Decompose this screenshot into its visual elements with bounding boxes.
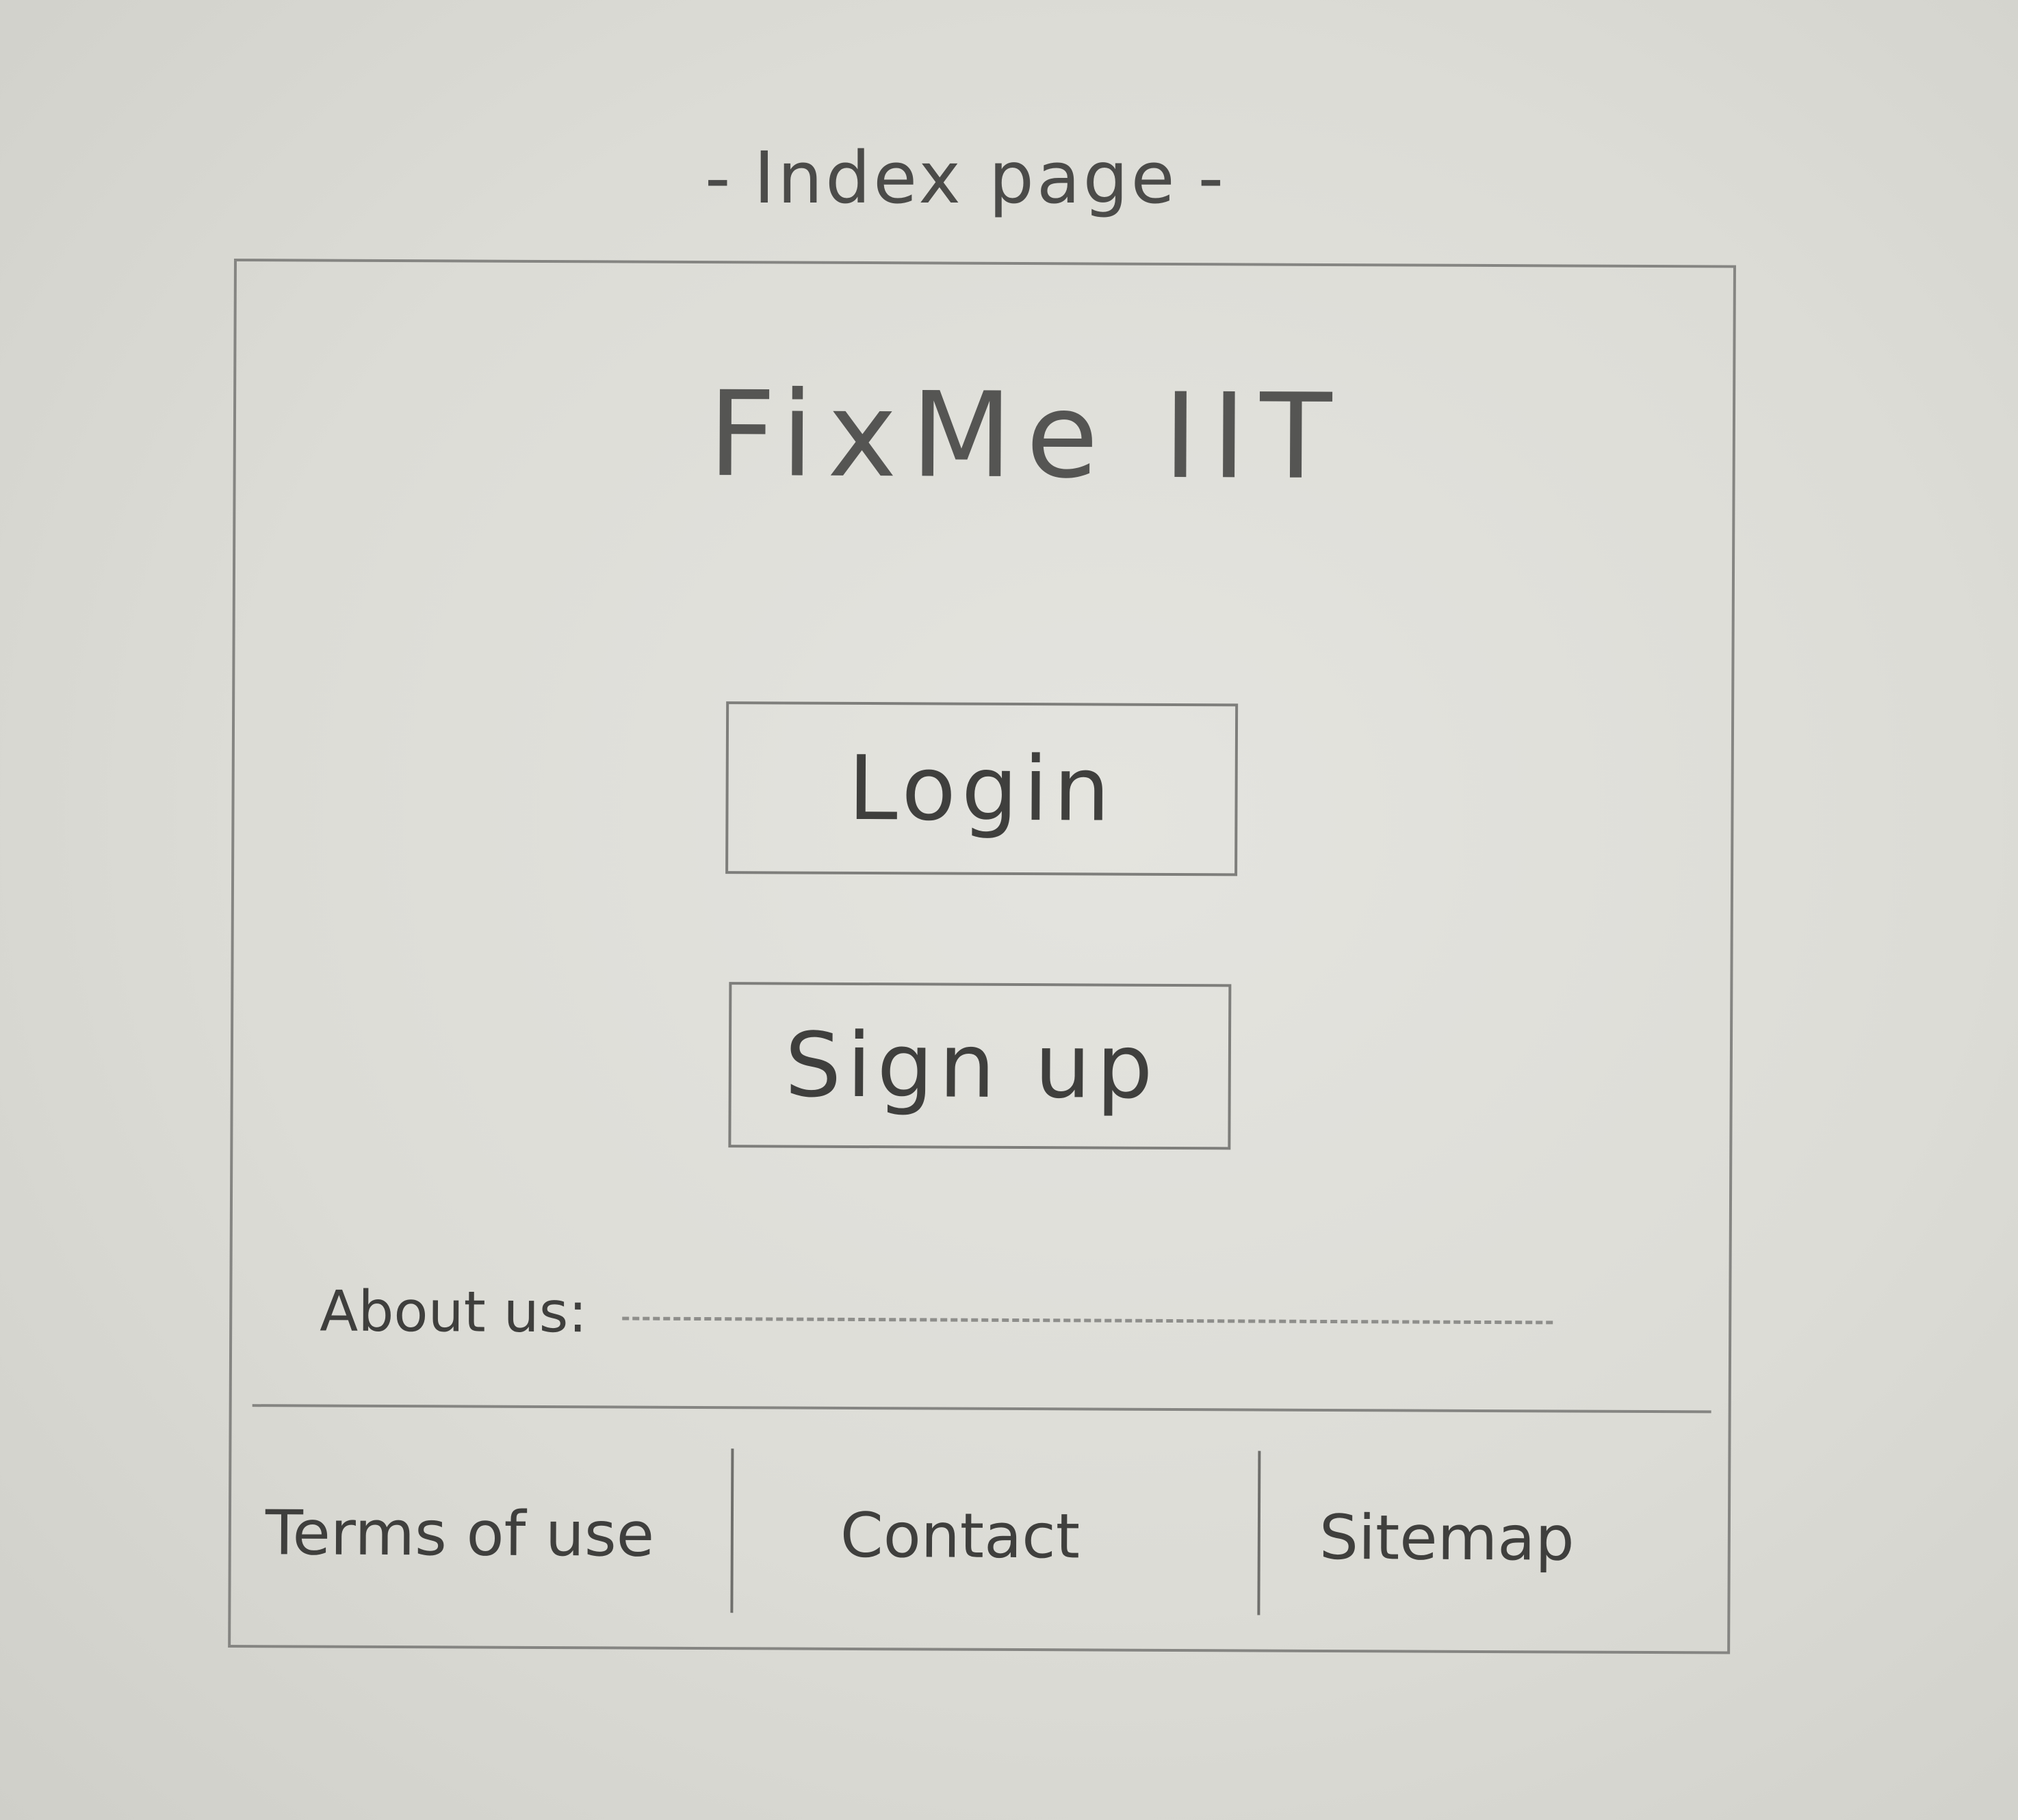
signup-button[interactable]: Sign up — [728, 982, 1232, 1150]
footer-divider — [730, 1448, 734, 1613]
sketch-caption: - Index page - — [684, 127, 1300, 229]
contact-link[interactable]: Contact — [840, 1499, 1081, 1573]
login-button[interactable]: Login — [725, 701, 1239, 876]
terms-of-use-link[interactable]: Terms of use — [265, 1497, 655, 1571]
page-frame: FixMe IIT Login Sign up About us: Terms … — [228, 259, 1736, 1654]
footer-divider — [1257, 1451, 1261, 1615]
caption-dash-left: - — [705, 136, 734, 220]
site-title: FixMe IIT — [708, 365, 1346, 506]
footer: Terms of use Contact Sitemap — [251, 1404, 1711, 1654]
about-us-label: About us: — [320, 1279, 588, 1346]
sitemap-link[interactable]: Sitemap — [1319, 1501, 1575, 1575]
page-caption: Index page — [753, 136, 1178, 220]
caption-dash-right: - — [1198, 136, 1227, 220]
about-us-placeholder-line — [622, 1316, 1553, 1325]
